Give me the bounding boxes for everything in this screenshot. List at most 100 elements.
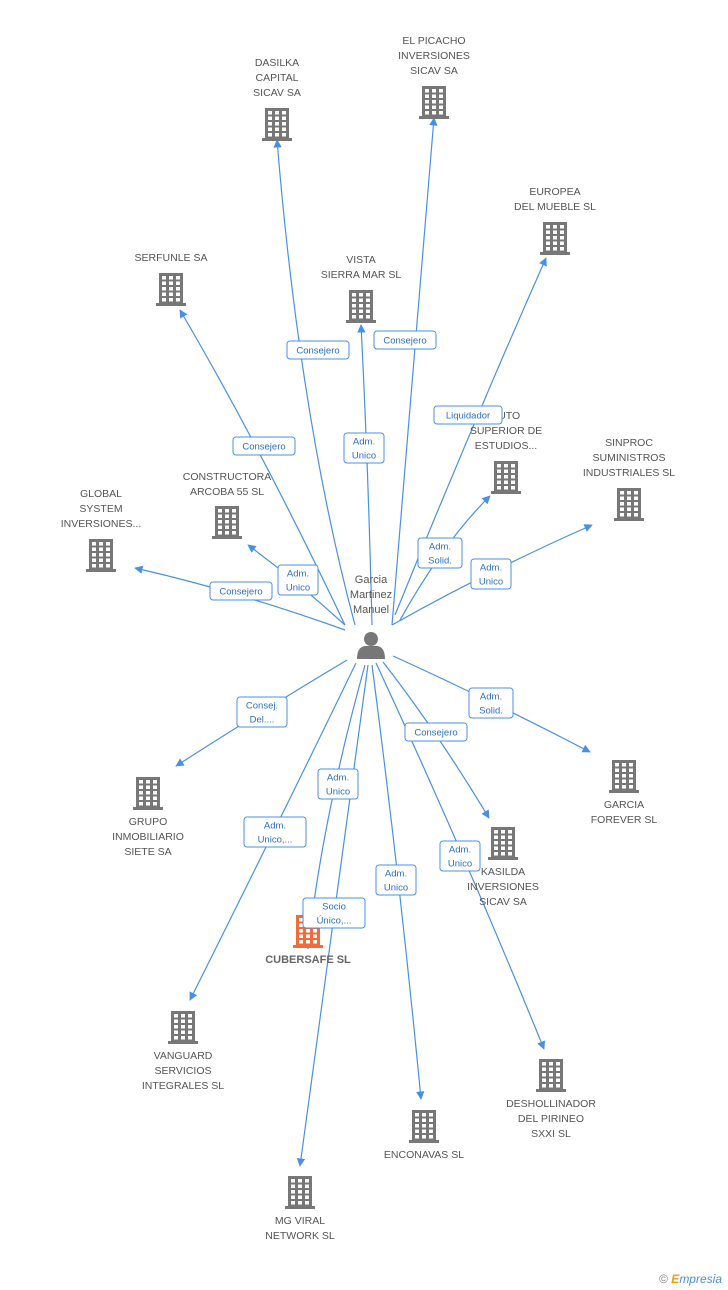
company-node-vanguard[interactable]: VANGUARD SERVICIOS INTEGRALES SL (142, 1011, 224, 1092)
company-node-el-picacho[interactable]: EL PICACHO INVERSIONES SICAV SA (398, 35, 470, 119)
company-label-vanguard: INTEGRALES SL (142, 1080, 224, 1092)
relation-label-text: Consejero (296, 346, 339, 357)
person-name-line: Manuel (353, 604, 389, 616)
relation-label-dasilka[interactable]: Consejero (286, 340, 350, 360)
company-label-instituto: ESTUDIOS... (475, 440, 537, 452)
relation-edge-vista (357, 324, 373, 626)
relation-label-text: Único,... (317, 916, 352, 927)
company-label-cubersafe: CUBERSAFE SL (265, 954, 351, 966)
company-node-enconavas[interactable]: ENCONAVAS SL (384, 1110, 464, 1161)
building-icon (536, 1059, 566, 1092)
relation-label-kasilda[interactable]: Consejero (404, 722, 468, 742)
relation-label-el-picacho[interactable]: Consejero (373, 330, 437, 350)
relation-label-text: Unico (448, 859, 472, 870)
company-label-garcia-forever: FOREVER SL (591, 814, 658, 826)
company-label-garcia-forever: GARCIA (604, 799, 644, 811)
building-icon (285, 1176, 315, 1209)
building-icon (86, 539, 116, 572)
company-label-serfunle: SERFUNLE SA (135, 252, 208, 264)
building-icon (609, 760, 639, 793)
company-label-el-picacho: SICAV SA (410, 65, 458, 77)
relation-label-text: Consejero (414, 728, 457, 739)
company-label-global: INVERSIONES... (61, 518, 142, 530)
relation-label-cubersafe[interactable]: Adm.Unico (317, 768, 359, 800)
relation-label-garcia-forever[interactable]: Adm. Solid. (468, 687, 514, 719)
building-icon (212, 506, 242, 539)
company-label-enconavas: ENCONAVAS SL (384, 1149, 464, 1161)
relation-label-serfunle[interactable]: Consejero (232, 436, 296, 456)
relation-edge-dasilka (273, 139, 356, 626)
company-label-el-picacho: EL PICACHO (402, 35, 465, 47)
relation-label-text: Unico (384, 883, 408, 894)
relation-label-constructora[interactable]: Adm.Unico (277, 564, 319, 596)
relation-label-text: Adm. (327, 773, 349, 784)
company-label-grupo: SIETE SA (124, 846, 171, 858)
relation-label-grupo[interactable]: Consej. Del.... (236, 696, 288, 728)
company-label-kasilda: KASILDA (481, 866, 525, 878)
relation-label-text: Del.... (250, 715, 275, 726)
company-label-dasilka: SICAV SA (253, 87, 301, 99)
relation-label-text: Adm. (480, 563, 502, 574)
company-label-europea: DEL MUEBLE SL (514, 201, 596, 213)
company-label-kasilda: SICAV SA (479, 896, 527, 908)
company-label-vanguard: SERVICIOS (155, 1065, 212, 1077)
person-name-line: Martinez (350, 589, 392, 601)
company-node-serfunle[interactable]: SERFUNLE SA (135, 252, 208, 306)
relation-label-text: Adm. (429, 542, 451, 553)
relation-label-mg-viral[interactable]: SocioÚnico,... (302, 897, 366, 929)
company-node-global[interactable]: GLOBALSYSTEMINVERSIONES... (61, 488, 142, 572)
relation-label-text: Unico (352, 451, 376, 462)
company-label-vista: VISTA (346, 254, 376, 266)
relation-edge-serfunle (179, 309, 346, 626)
company-label-instituto: SUPERIOR DE (470, 425, 542, 437)
relation-label-global[interactable]: Consejero (209, 581, 273, 601)
relation-label-text: Socio (322, 902, 346, 913)
company-label-constructora: ARCOBA 55 SL (190, 486, 264, 498)
building-icon (614, 488, 644, 521)
relation-label-text: Consejero (383, 336, 426, 347)
relation-label-enconavas[interactable]: Adm. Unico (375, 864, 417, 896)
relation-label-text: Adm. (264, 821, 286, 832)
relation-label-deshollinador[interactable]: Adm. Unico (439, 840, 481, 872)
relation-label-text: Adm. (385, 869, 407, 880)
company-label-mg-viral: NETWORK SL (265, 1230, 335, 1242)
building-icon (409, 1110, 439, 1143)
relation-label-text: Adm. (480, 692, 502, 703)
relation-label-europea[interactable]: Liquidador (433, 405, 503, 425)
relation-label-instituto[interactable]: Adm.Solid. (417, 537, 463, 569)
building-icon (156, 273, 186, 306)
company-label-europea: EUROPEA (529, 186, 580, 198)
building-icon (262, 108, 292, 141)
relation-label-text: Unico (286, 583, 310, 594)
company-node-garcia-forever[interactable]: GARCIA FOREVER SL (591, 760, 658, 826)
company-node-dasilka[interactable]: DASILKA CAPITAL SICAV SA (253, 57, 301, 141)
relation-label-text: Unico (479, 577, 503, 588)
company-label-dasilka: DASILKA (255, 57, 299, 69)
relation-label-text: Consej. (246, 701, 278, 712)
relation-label-text: Solid. (479, 706, 503, 717)
footer-brand: © Empresia (659, 1272, 722, 1286)
relation-label-sinproc[interactable]: Adm. Unico (470, 558, 512, 590)
relation-label-text: Adm. (449, 845, 471, 856)
company-label-grupo: INMOBILIARIO (112, 831, 184, 843)
relation-label-text: Liquidador (446, 411, 490, 422)
company-node-europea[interactable]: EUROPEA DEL MUEBLE SL (514, 186, 596, 255)
relation-label-vanguard[interactable]: Adm. Unico,... (243, 816, 307, 848)
company-label-dasilka: CAPITAL (256, 72, 299, 84)
building-icon (419, 86, 449, 119)
company-label-global: GLOBAL (80, 488, 122, 500)
company-label-vanguard: VANGUARD (154, 1050, 213, 1062)
relation-label-vista[interactable]: Adm.Unico (343, 432, 385, 464)
company-label-el-picacho: INVERSIONES (398, 50, 470, 62)
relation-label-text: Unico,... (258, 835, 293, 846)
